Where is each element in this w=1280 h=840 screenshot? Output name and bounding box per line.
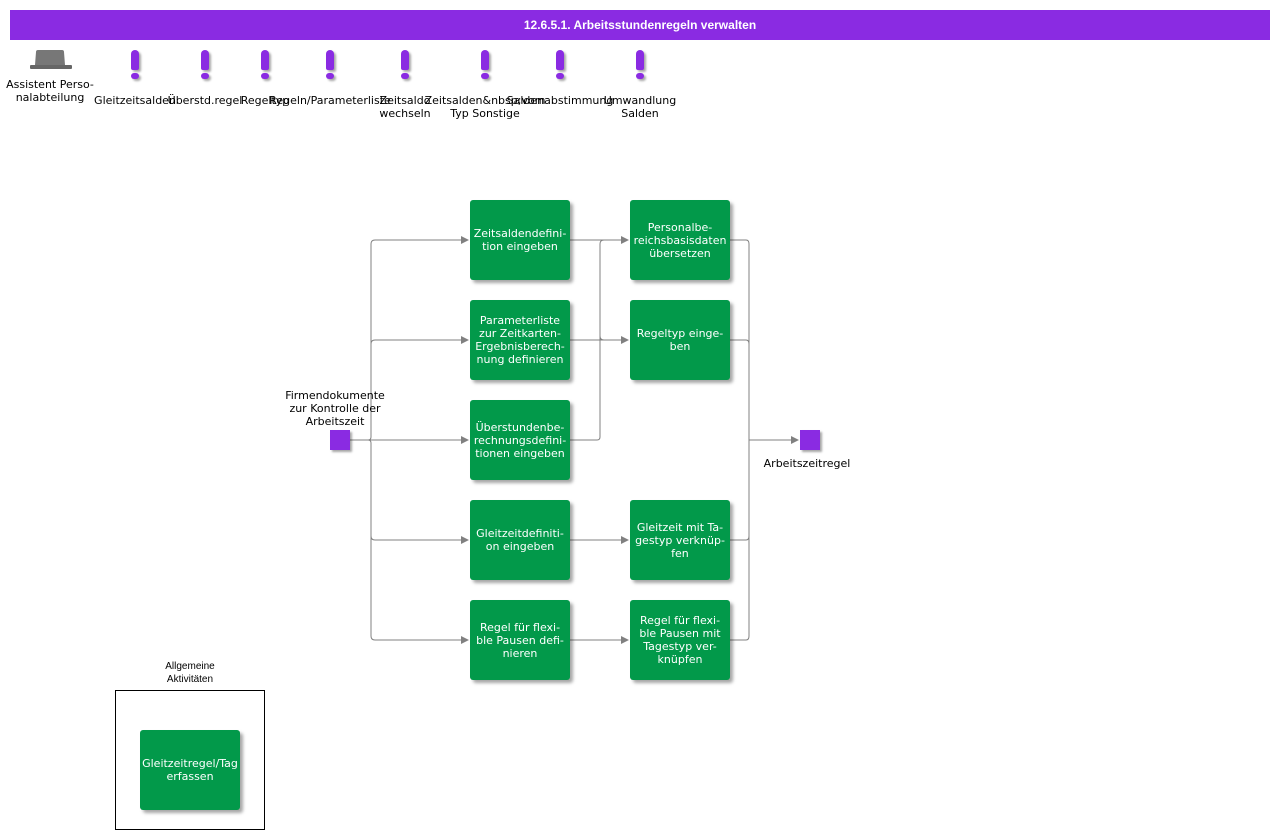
task-label: Gleitzeitdefiniti- on eingeben <box>476 527 564 553</box>
system-label: Regeln/Parameterliste <box>269 94 391 107</box>
task-label: Regel für flexi- ble Pausen defi- nieren <box>476 620 564 660</box>
system-label: Überstd.regel <box>167 94 243 107</box>
task-label: Gleitzeit mit Ta- gestyp verknüp- fen <box>635 520 725 560</box>
task-gleitzeit-tagestyp-verknuepfen[interactable]: Gleitzeit mit Ta- gestyp verknüp- fen <box>630 500 730 580</box>
task-label: Überstundenbe- rechnungsdefini- tionen e… <box>473 420 567 460</box>
task-personalbereichsbasisdaten-uebersetzen[interactable]: Personalbe- reichsbasisdaten übersetzen <box>630 200 730 280</box>
start-event[interactable] <box>330 430 350 450</box>
system-label: Gleitzeitsalden <box>94 94 176 107</box>
connector-col1-to-col2 <box>570 239 605 441</box>
task-ueberstundenberechnungsdefinitionen-eingeben[interactable]: Überstundenbe- rechnungsdefini- tionen e… <box>470 400 570 480</box>
end-event-label: Arbeitszeitregel <box>763 457 851 470</box>
task-gleitzeitregel-tag-erfassen[interactable]: Gleitzeitregel/Tag erfassen <box>140 730 240 810</box>
exclamation-icon <box>201 50 209 79</box>
task-label: Personalbe- reichsbasisdaten übersetzen <box>633 220 727 260</box>
connector-start-to-col1 <box>370 536 469 644</box>
exclamation-icon <box>556 50 564 79</box>
system-label: Regeltyp <box>240 94 290 107</box>
connector-start-to-col1 <box>367 439 469 544</box>
task-zeitsaldendefinition-eingeben[interactable]: Zeitsaldendefini- tion eingeben <box>470 200 570 280</box>
task-regeltyp-eingeben[interactable]: Regeltyp einge- ben <box>630 300 730 380</box>
system-label: Umwandlung Salden <box>603 94 677 120</box>
connector-start-to-col1 <box>370 336 469 345</box>
connector-col1-to-col2 <box>599 335 605 341</box>
connector-col2-to-end <box>730 535 750 541</box>
task-regel-flexible-pausen-definieren[interactable]: Regel für flexi- ble Pausen defi- nieren <box>470 600 570 680</box>
diagram-title: 12.6.5.1. Arbeitsstundenregeln verwalten <box>10 10 1270 40</box>
system-label: Zeitsaldo wechseln <box>379 94 431 120</box>
role-label: Assistent Perso- nalabteilung <box>6 78 94 104</box>
task-regel-flexible-pausen-tagestyp-verknuepfen[interactable]: Regel für flexi- ble Pausen mit Tagestyp… <box>630 600 730 680</box>
system-label: Zeitsalden&nbsp;vom Typ Sonstige <box>424 94 546 120</box>
exclamation-icon <box>131 50 139 79</box>
task-label: Zeitsaldendefini- tion eingeben <box>473 227 567 253</box>
end-event[interactable] <box>800 430 820 450</box>
task-parameterliste-definieren[interactable]: Parameterliste zur Zeitkarten- Ergebnisb… <box>470 300 570 380</box>
role-hat-icon <box>30 50 72 69</box>
task-label: Regeltyp einge- ben <box>636 327 724 353</box>
task-label: Gleitzeitregel/Tag erfassen <box>142 757 238 783</box>
exclamation-icon <box>326 50 334 79</box>
exclamation-icon <box>481 50 489 79</box>
exclamation-icon <box>636 50 644 79</box>
connector-col2-to-end <box>730 339 750 345</box>
task-gleitzeitdefinition-eingeben[interactable]: Gleitzeitdefiniti- on eingeben <box>470 500 570 580</box>
system-label: Saldenabstimmung <box>506 94 614 107</box>
start-event-label: Firmendokumente zur Kontrolle der Arbeit… <box>285 389 385 428</box>
task-label: Parameterliste zur Zeitkarten- Ergebnisb… <box>475 314 565 366</box>
group-label: Allgemeine Aktivitäten <box>165 661 215 685</box>
exclamation-icon <box>401 50 409 79</box>
task-label: Regel für flexi- ble Pausen mit Tagestyp… <box>639 614 721 666</box>
exclamation-icon <box>261 50 269 79</box>
connector-col2-to-end <box>730 239 750 641</box>
